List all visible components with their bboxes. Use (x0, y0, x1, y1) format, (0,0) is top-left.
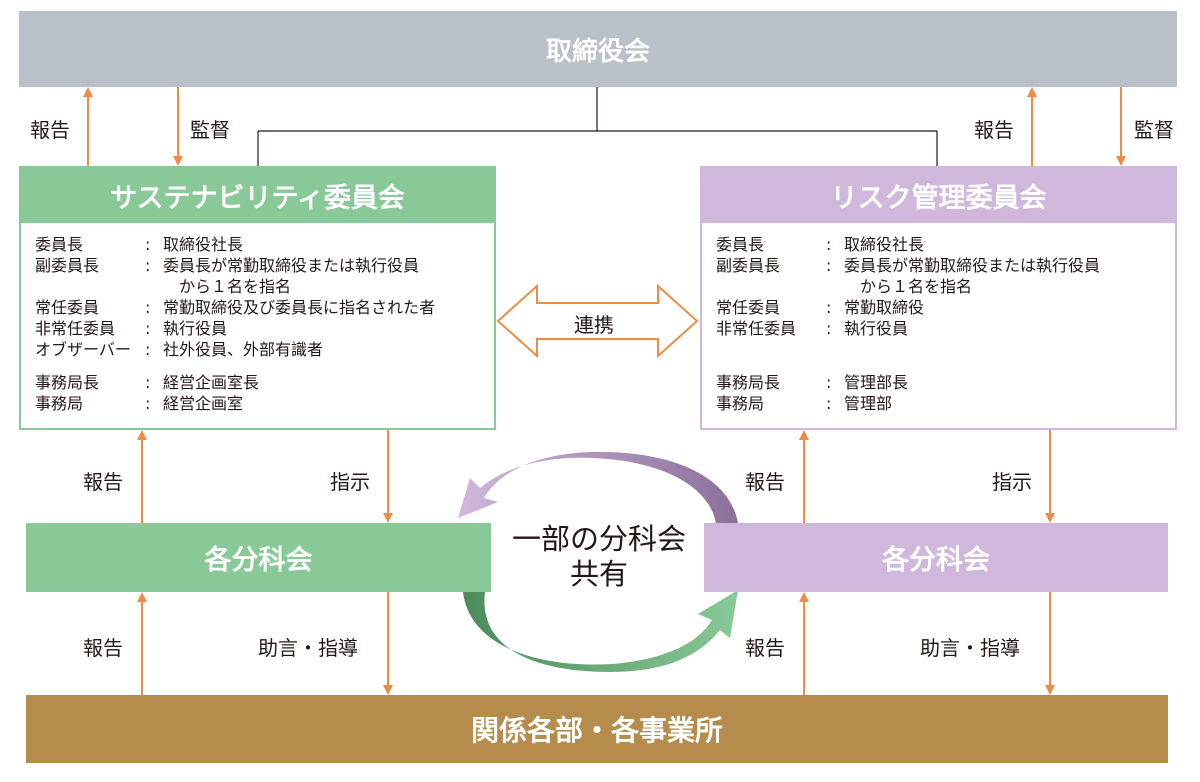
risk-committee-members: 委員長:取締役社長 副委員長:委員長が常勤取締役または執行役員 から１名を指名 … (716, 234, 1100, 414)
low-left-advice-label: 助言・指導 (258, 636, 358, 660)
member-row: 常任委員:常勤取締役及び委員長に指名された者 (35, 298, 436, 317)
mid-left-instruction-label: 指示 (330, 470, 370, 494)
member-row: から１名を指名 (860, 277, 973, 296)
board-title: 取締役会 (545, 36, 650, 67)
mid-right-instruction-label: 指示 (992, 470, 1032, 494)
office-row: 事務局長:管理部長 (716, 373, 909, 392)
member-row: 常任委員:常勤取締役 (716, 298, 925, 317)
member-row: 非常任委員:執行役員 (716, 319, 909, 338)
right-oversight-label: 監督 (1134, 118, 1174, 142)
low-left-report-label: 報告 (83, 636, 123, 660)
sustainability-committee-title: サステナビリティ委員会 (21, 168, 494, 223)
member-row: 委員長:取締役社長 (35, 235, 244, 254)
sustainability-committee-members: 委員長:取締役社長 副委員長:委員長が常勤取締役または執行役員 から１名を指名 … (35, 234, 435, 414)
low-right-advice-label: 助言・指導 (920, 636, 1020, 660)
cooperation-double-arrow (496, 283, 699, 359)
member-row: オブザーバー:社外役員、外部有識者 (35, 340, 324, 359)
board-tree-line (257, 87, 938, 166)
risk-committee-title: リスク管理委員会 (702, 168, 1175, 223)
mid-right-report-label: 報告 (745, 470, 785, 494)
left-oversight-label: 監督 (190, 118, 230, 142)
member-row: 副委員長:委員長が常勤取締役または執行役員 (716, 256, 1101, 275)
bottom-title: 関係各部・各事業所 (470, 714, 723, 747)
right-report-label: 報告 (974, 118, 1014, 142)
cooperation-label: 連携 (574, 313, 614, 337)
sustainability-committee: サステナビリティ委員会 委員長:取締役社長 副委員長:委員長が常勤取締役または執… (19, 166, 496, 430)
related-departments-and-offices: 関係各部・各事業所 (26, 695, 1168, 763)
shared-cycle-arrow-bottom (463, 590, 738, 672)
office-row: 事務局長:経営企画室長 (35, 373, 260, 392)
office-row: 事務局:経営企画室 (35, 394, 244, 413)
shared-cycle-arrow-top (458, 451, 738, 523)
left-report-label: 報告 (30, 118, 70, 142)
shared-subcommittees-label: 一部の分科会 共有 (511, 522, 686, 591)
subcommittees-right: 各分科会 (704, 523, 1168, 592)
subcommittees-left: 各分科会 (26, 523, 491, 592)
member-row: 委員長:取締役社長 (716, 235, 925, 254)
office-row: 事務局:管理部 (716, 394, 893, 413)
low-right-report-label: 報告 (745, 636, 785, 660)
member-row: から１名を指名 (179, 277, 292, 296)
mid-left-report-label: 報告 (83, 470, 123, 494)
member-row: 非常任委員:執行役員 (35, 319, 228, 338)
board-of-directors: 取締役会 (19, 11, 1177, 87)
risk-management-committee: リスク管理委員会 委員長:取締役社長 副委員長:委員長が常勤取締役または執行役員… (700, 166, 1177, 430)
member-row: 副委員長:委員長が常勤取締役または執行役員 (35, 256, 420, 275)
